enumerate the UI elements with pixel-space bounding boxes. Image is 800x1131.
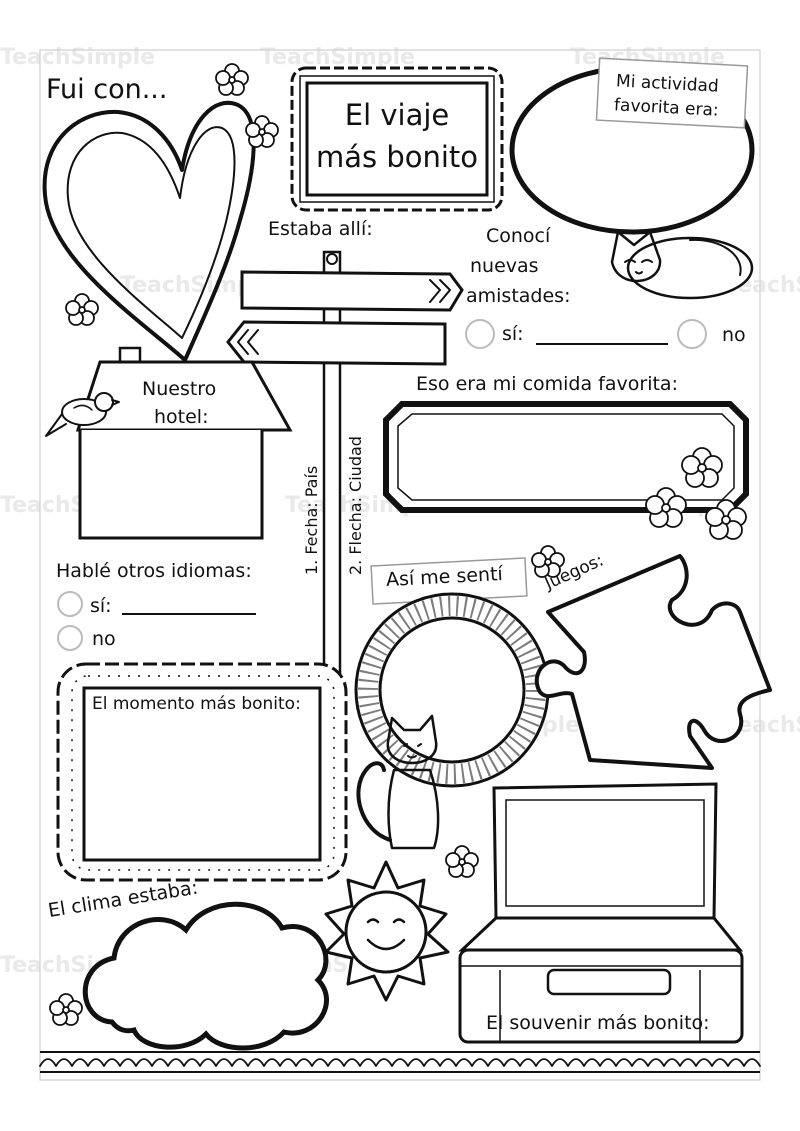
signpost <box>226 250 464 854</box>
hotel-label-line-2: hotel: <box>154 406 209 428</box>
amistades-si-label: sí: <box>502 323 524 345</box>
languages-answer-marks <box>57 591 256 651</box>
amistades-line-1: Conocí <box>486 225 551 247</box>
bottom-scallop-border <box>39 1051 761 1073</box>
title-frame <box>290 66 504 212</box>
estaba-alli-label: Estaba allí: <box>268 218 373 240</box>
idiomas-label: Hablé otros idiomas: <box>56 560 252 582</box>
amistades-no-label: no <box>722 324 746 346</box>
idiomas-no-label: no <box>92 628 116 650</box>
souvenir-label: El souvenir más bonito: <box>486 1012 710 1034</box>
feelings-ring <box>354 592 550 788</box>
puzzle-piece <box>534 554 772 770</box>
watermark-text: TeachSimple <box>260 45 415 70</box>
friends-answer-marks <box>465 319 707 349</box>
moment-frame <box>56 662 348 882</box>
amistades-line-2: nuevas <box>470 255 539 277</box>
fui-con-label: Fui con... <box>46 74 168 105</box>
flecha-1-label: 1. Fecha: País <box>302 465 321 575</box>
hotel-label-line-1: Nuestro <box>142 378 217 400</box>
suitcase-illustration <box>458 782 744 1044</box>
activity-oval <box>509 57 755 235</box>
comida-label: Eso era mi comida favorita: <box>416 373 678 395</box>
momento-label: El momento más bonito: <box>92 694 301 714</box>
bird-illustration <box>45 392 120 437</box>
title-line-1: El viaje <box>344 98 450 132</box>
heart-frame <box>42 100 256 362</box>
hotel-house-illustration <box>75 346 293 540</box>
amistades-line-3: amistades: <box>466 285 571 307</box>
sleeping-cat-illustration <box>610 230 754 300</box>
flecha-2-label: 2. Flecha: Ciudad <box>346 436 365 575</box>
sun-illustration <box>324 860 450 1002</box>
page-border <box>39 49 761 1081</box>
idiomas-si-label: sí: <box>90 595 112 617</box>
watermark-text: TeachSimple <box>0 45 155 70</box>
title-line-2: más bonito <box>315 140 479 174</box>
standing-cat-illustration <box>356 714 440 850</box>
flower-decoration <box>49 63 747 1026</box>
cloud-shape <box>82 901 329 1051</box>
